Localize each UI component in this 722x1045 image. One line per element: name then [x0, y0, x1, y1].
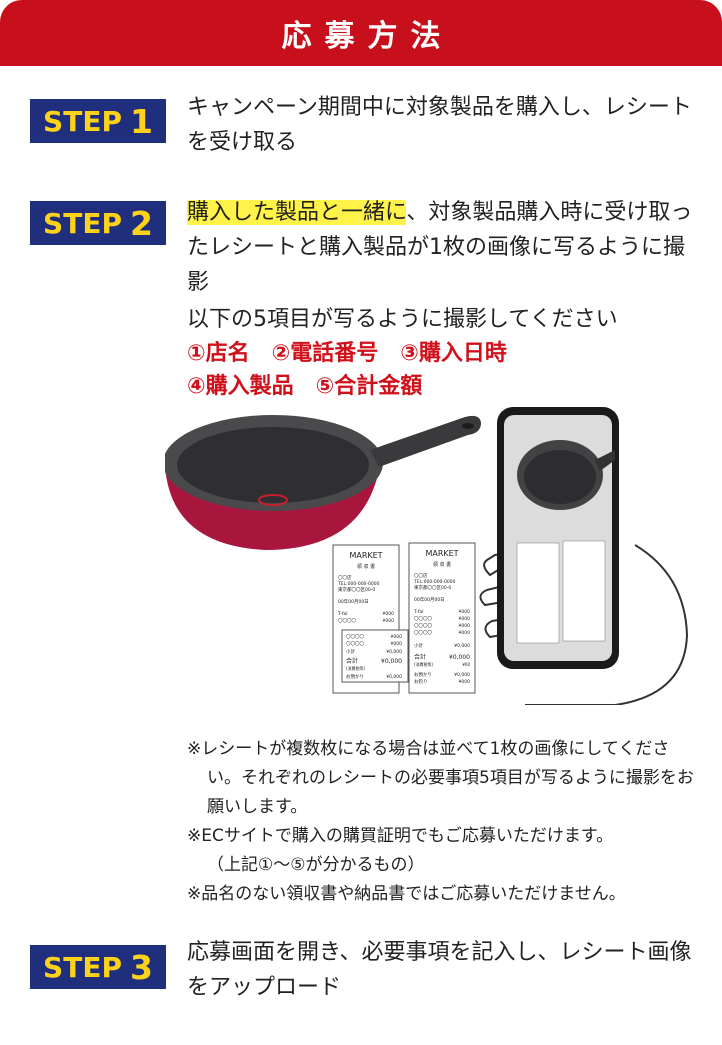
- frying-pan-illustration: [165, 415, 481, 550]
- step-badge-number: 3: [129, 947, 153, 987]
- receipt-line-price: ¥000: [459, 616, 471, 622]
- receipt-line-price: ¥000: [459, 623, 471, 629]
- required-items-row-1: ①店名 ②電話番号 ③購入日時: [187, 337, 702, 370]
- receipt-shop: 〇〇店: [338, 574, 352, 581]
- required-item: ②電話番号: [271, 341, 379, 366]
- receipt-change-label: お釣り: [414, 678, 428, 685]
- receipt-line-label: 〇〇〇〇: [414, 616, 432, 622]
- step-2-text: 購入した製品と一緒に、対象製品購入時に受け取ったレシートと購入製品が1枚の画像に…: [187, 195, 702, 403]
- required-items-row-2: ④購入製品 ⑤合計金額: [187, 370, 702, 403]
- receipt-paid: ¥0,000: [386, 674, 402, 680]
- smartphone-in-hand-illustration: [479, 407, 689, 705]
- receipt-paid-label: お預かり: [414, 671, 432, 678]
- receipt-address: 東京都〇〇区00-0: [414, 584, 451, 591]
- receipt-title: 領 収 書: [433, 561, 451, 568]
- step-2-sub: 以下の5項目が写るように撮影してください: [187, 307, 618, 332]
- receipt-subtotal: ¥0,000: [386, 649, 402, 655]
- receipt-line-label: 〇〇〇〇: [338, 618, 356, 624]
- step-badge-word: STEP: [43, 950, 122, 984]
- step-3-text: 応募画面を開き、必要事項を記入し、レシート画像をアップロード: [187, 940, 692, 1000]
- receipt-line-label: 〇〇〇〇: [414, 623, 432, 629]
- receipt-line-price: ¥000: [383, 618, 395, 624]
- receipt-date: 00年00月00日: [338, 598, 369, 605]
- receipt-line-label: T-fal: [413, 609, 424, 615]
- receipt-total: ¥0,000: [449, 654, 470, 661]
- required-item: ④購入製品: [187, 374, 294, 399]
- receipt-line-price: ¥000: [383, 611, 395, 617]
- step-badge-word: STEP: [43, 104, 122, 138]
- receipt-subtotal: ¥0,000: [454, 643, 470, 649]
- required-item: ①店名: [187, 341, 250, 366]
- step-badge-number: 2: [129, 203, 153, 243]
- receipt-line-price: ¥000: [459, 630, 471, 636]
- receipt-line-label: 〇〇〇〇: [346, 641, 364, 647]
- step-3-badge: STEP 3: [30, 945, 166, 989]
- note: ※品名のない領収書や納品書ではご応募いただけません。: [187, 884, 626, 904]
- receipt-shop: 〇〇店: [414, 572, 428, 579]
- receipt-total-label: 合計: [346, 657, 358, 665]
- receipt-line-price: ¥000: [391, 641, 403, 647]
- step-badge-number: 1: [129, 101, 153, 141]
- step-1-text: キャンペーン期間中に対象製品を購入し、レシートを受け取る: [187, 95, 692, 155]
- required-item: ③購入日時: [400, 341, 507, 366]
- receipt-store: MARKET: [425, 549, 458, 558]
- receipt-line-label: 〇〇〇〇: [414, 630, 432, 636]
- receipt-paid-label: お預かり: [346, 673, 364, 680]
- page-title: 応募方法: [281, 19, 454, 54]
- receipt-tax: ¥00: [462, 662, 470, 667]
- receipt-title: 領 収 書: [357, 563, 375, 570]
- notes: ※レシートが複数枚になる場合は並べて1枚の画像にしてください。それぞれのレシート…: [187, 735, 702, 909]
- receipt-line-price: ¥000: [391, 634, 403, 640]
- note: ※レシートが複数枚になる場合は並べて1枚の画像にしてください。それぞれのレシート…: [187, 739, 694, 817]
- receipt-line-price: ¥000: [459, 609, 471, 615]
- note-sub: （上記①〜⑤が分かるもの）: [207, 855, 425, 875]
- receipt-paid: ¥0,000: [454, 672, 470, 678]
- receipt-tel: TEL:000-000-0000: [337, 581, 380, 587]
- receipt-address: 東京都〇〇区00-0: [338, 586, 375, 593]
- note: ※ECサイトで購入の購買証明でもご応募いただけます。: [187, 826, 614, 846]
- receipt-total-label: 合計: [414, 653, 426, 661]
- receipt-total: ¥0,000: [381, 658, 402, 665]
- step-1-badge: STEP 1: [30, 99, 166, 143]
- receipt-store: MARKET: [349, 551, 382, 560]
- receipt-tel: TEL:000-000-0000: [413, 579, 456, 585]
- required-item: ⑤合計金額: [315, 374, 423, 399]
- receipt-tax-label: (消費税等): [414, 661, 434, 667]
- header-banner: 応募方法: [0, 0, 722, 66]
- receipt-illustration: [332, 542, 476, 694]
- receipt-line-label: T-fal: [337, 611, 348, 617]
- receipt-date: 00年00月00日: [414, 596, 445, 603]
- receipt-subtotal-label: 小計: [414, 642, 423, 649]
- receipt-line-label: 〇〇〇〇: [346, 634, 364, 640]
- step-badge-word: STEP: [43, 206, 122, 240]
- step-2-highlight: 購入した製品と一緒に: [187, 200, 407, 225]
- receipt-change: ¥000: [459, 679, 471, 685]
- step-2-badge: STEP 2: [30, 201, 166, 245]
- receipt-tax-label: (消費税等): [346, 665, 366, 671]
- step-2-rest: 、対象製品購入時に受け取ったレシートと購入製品が1枚の画像に写るように撮影: [187, 200, 693, 295]
- receipt-subtotal-label: 小計: [346, 648, 355, 655]
